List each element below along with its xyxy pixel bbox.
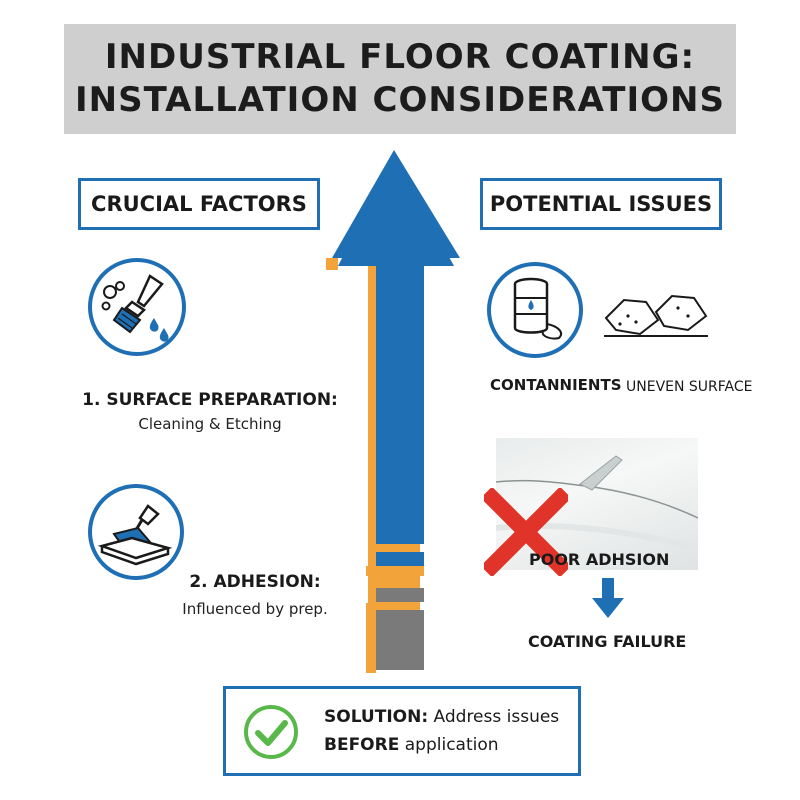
solution-line-1: SOLUTION: Address issues — [324, 707, 559, 727]
solution-text-2: application — [404, 735, 499, 755]
crucial-factors-heading: CRUCIAL FACTORS — [78, 178, 320, 230]
solution-label: SOLUTION: — [324, 707, 429, 727]
adhesion-icon-circle — [88, 484, 184, 580]
surface-prep-icon-circle — [88, 258, 186, 356]
contaminants-label: CONTANNIENTS — [490, 376, 622, 394]
contaminants-icon-circle — [487, 262, 583, 358]
poor-adhesion-label: POOR ADHSION — [529, 550, 670, 569]
potential-issues-heading: POTENTIAL ISSUES — [480, 178, 722, 230]
checkmark-icon — [244, 705, 298, 759]
title-line-1: INDUSTRIAL FLOOR COATING: — [104, 37, 696, 77]
down-arrow-icon — [592, 578, 624, 618]
factor-1-title: 1. SURFACE PREPARATION: — [82, 390, 338, 410]
peeling-coating-photo — [496, 438, 698, 570]
brush-and-droplets-icon — [101, 274, 169, 342]
oil-barrel-icon — [513, 277, 563, 340]
solution-box: SOLUTION: Address issues BEFORE applicat… — [223, 686, 581, 776]
uneven-surface-icon — [604, 294, 708, 337]
factor-2-title: 2. ADHESION: — [189, 572, 321, 592]
arrow-shaft — [376, 258, 424, 544]
solution-text-1: Address issues — [433, 707, 560, 727]
title-banner: INDUSTRIAL FLOOR COATING: INSTALLATION C… — [64, 24, 736, 134]
solution-bold-2: BEFORE — [324, 735, 400, 755]
factor-2-subtitle: Influenced by prep. — [182, 600, 328, 618]
potential-issues-label: POTENTIAL ISSUES — [489, 192, 713, 216]
title-line-2: INSTALLATION CONSIDERATIONS — [75, 80, 725, 120]
crucial-factors-label: CRUCIAL FACTORS — [91, 192, 307, 216]
uneven-surface-label: UNEVEN SURFACE — [626, 379, 753, 395]
coating-failure-label: COATING FAILURE — [528, 632, 687, 651]
red-x-icon — [484, 488, 568, 576]
solution-line-2: BEFORE application — [324, 735, 499, 755]
trowel-icon — [97, 504, 173, 566]
factor-1-subtitle: Cleaning & Etching — [138, 415, 282, 433]
up-arrow-graphic — [326, 150, 460, 673]
